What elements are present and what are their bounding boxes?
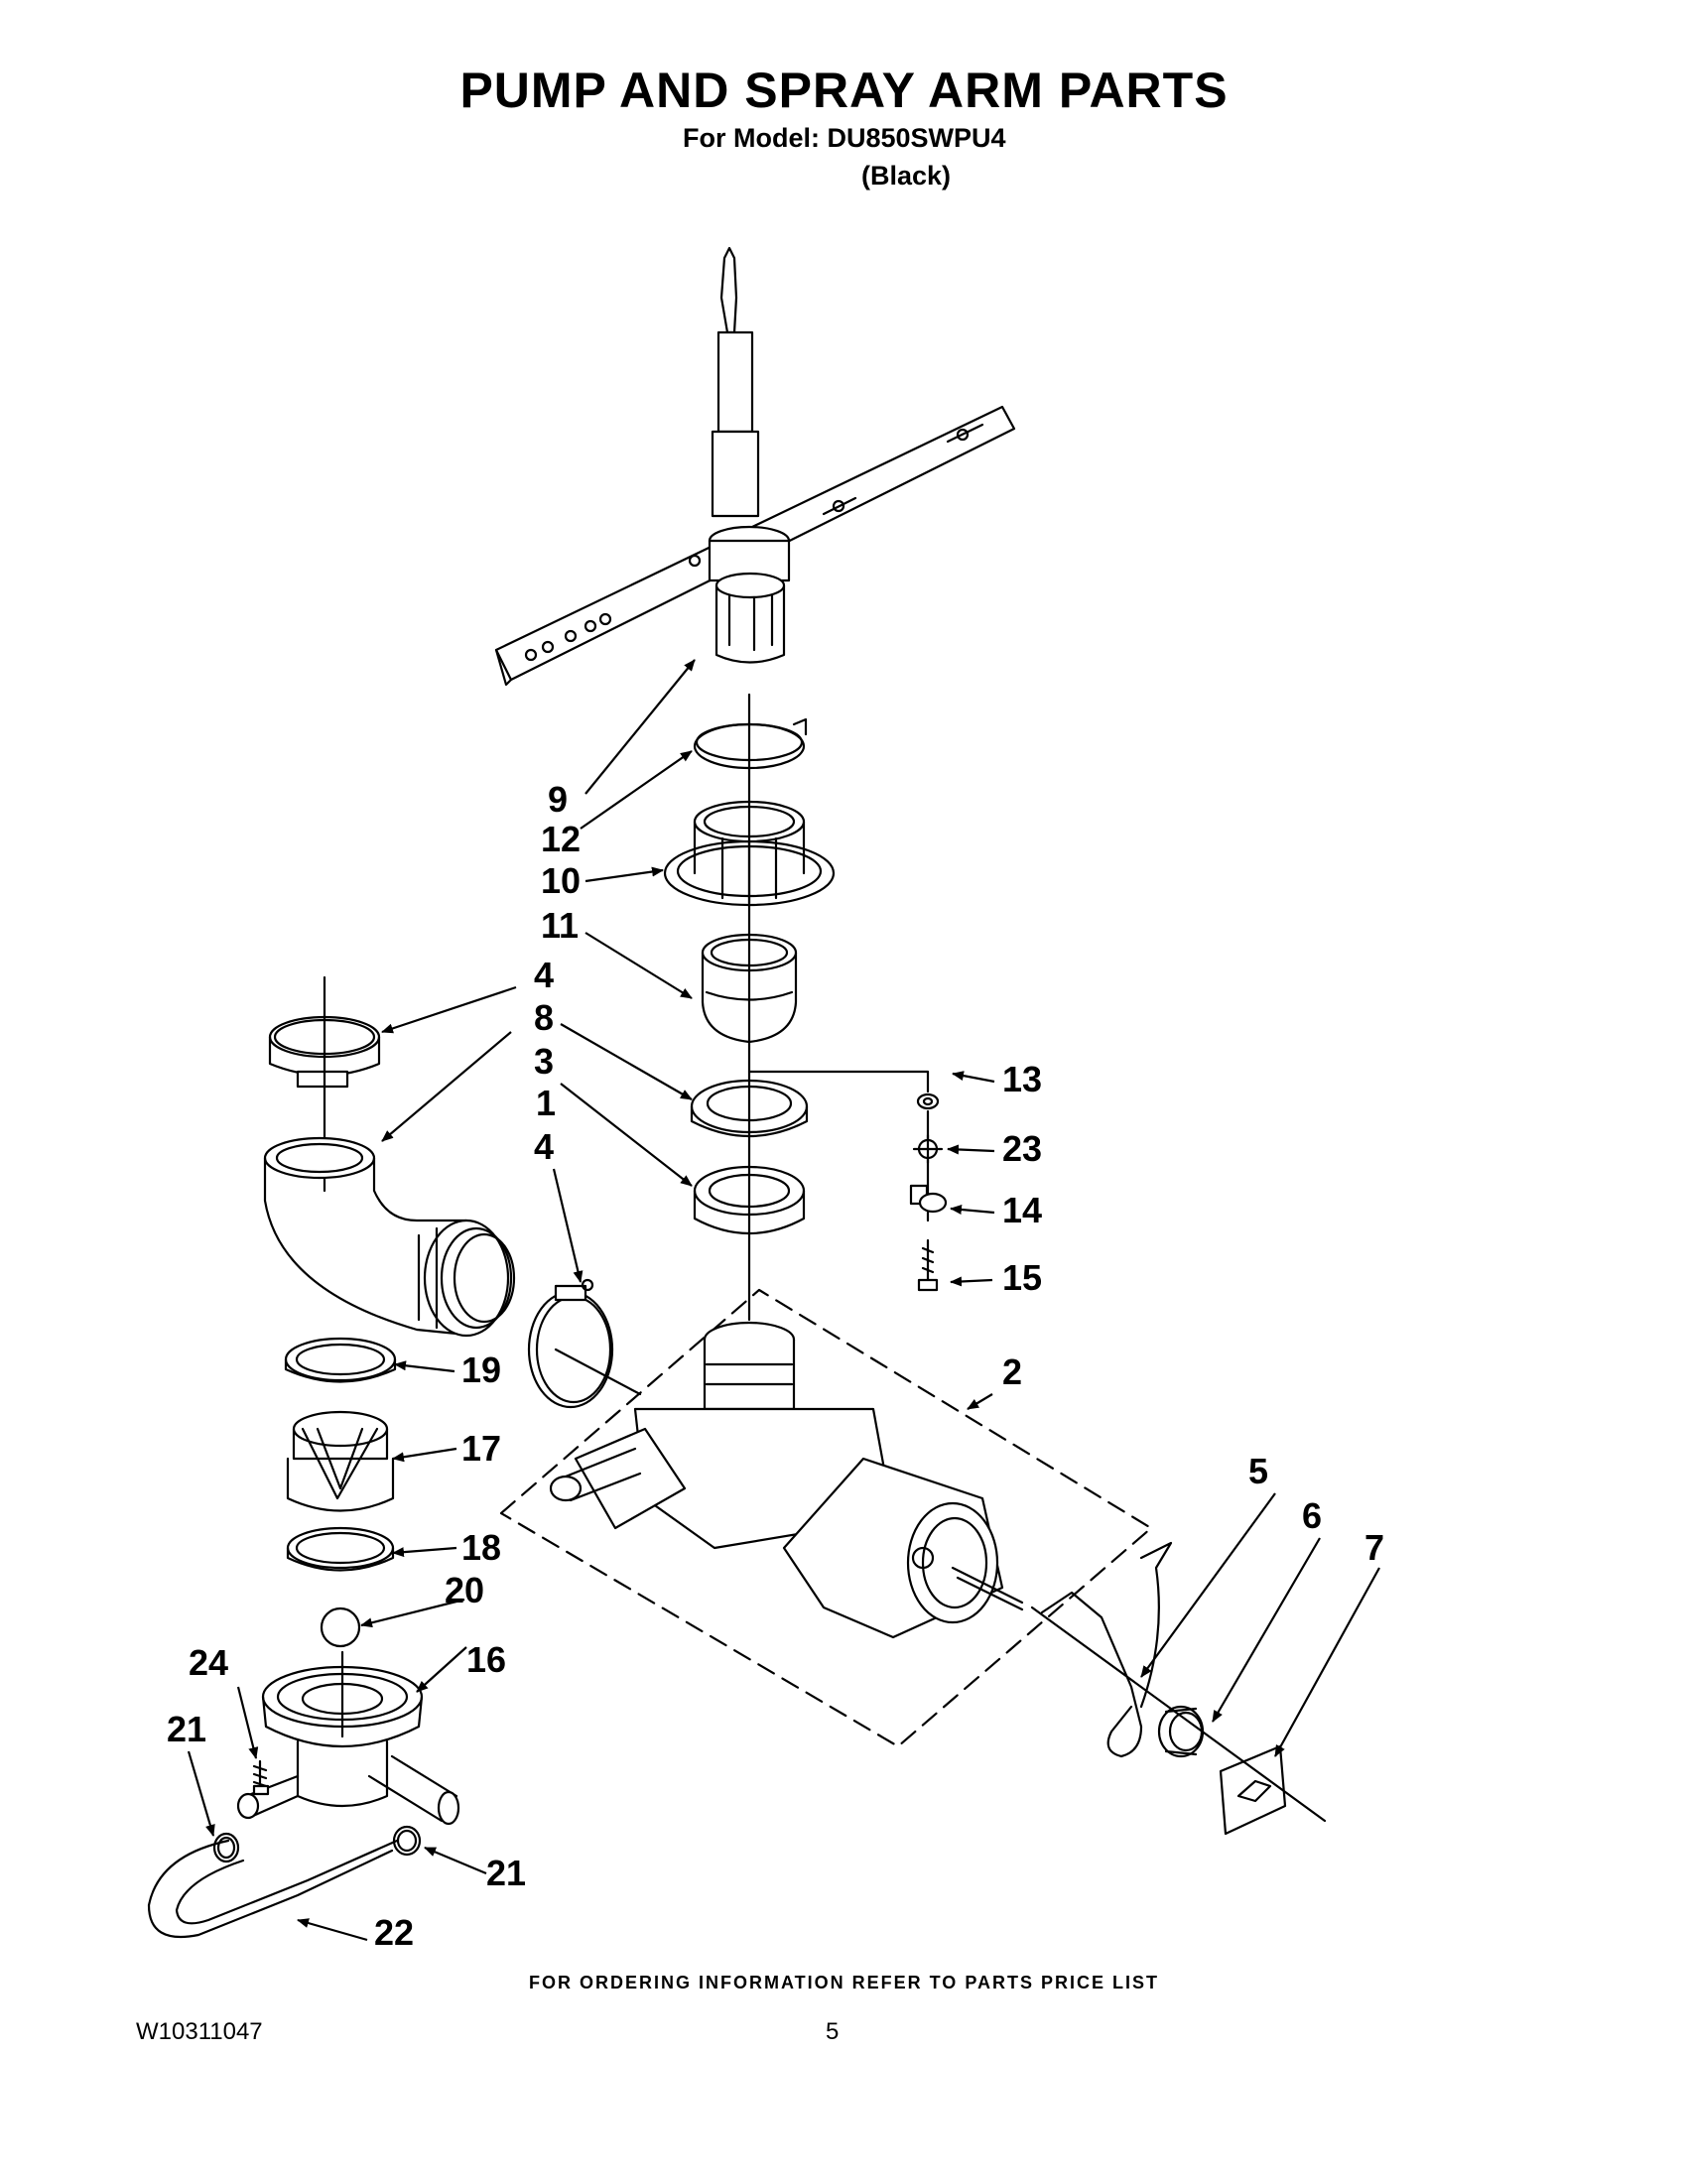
ordering-note: FOR ORDERING INFORMATION REFER TO PARTS … bbox=[528, 1973, 1159, 1992]
callout-8: 8 bbox=[534, 997, 554, 1038]
leader-6 bbox=[1212, 1537, 1321, 1723]
leader-1 bbox=[560, 1083, 693, 1187]
page-number: 5 bbox=[826, 2018, 840, 2045]
leader-4-upper bbox=[381, 985, 517, 1034]
callout-4-upper: 4 bbox=[534, 955, 554, 995]
callout-11: 11 bbox=[541, 905, 579, 946]
callout-7: 7 bbox=[1364, 1527, 1384, 1568]
leader-21-right bbox=[424, 1846, 487, 1875]
leader-5 bbox=[1140, 1492, 1276, 1678]
leader-7 bbox=[1274, 1567, 1380, 1757]
clamp-part-4-lower bbox=[527, 1278, 642, 1409]
callout-12: 12 bbox=[541, 819, 581, 859]
callout-3: 3 bbox=[534, 1041, 554, 1082]
leader-21-left bbox=[187, 1750, 215, 1837]
callout-6: 6 bbox=[1302, 1495, 1322, 1536]
callout-18: 18 bbox=[461, 1527, 501, 1568]
leader-12 bbox=[580, 750, 693, 830]
callout-17: 17 bbox=[461, 1428, 501, 1469]
leader-4-lower bbox=[552, 1168, 584, 1283]
callout-19: 19 bbox=[461, 1349, 501, 1390]
clip-part-5 bbox=[1040, 1541, 1173, 1758]
leader-2 bbox=[967, 1393, 993, 1410]
gasket-part-19 bbox=[284, 1337, 397, 1383]
filter-part-17 bbox=[286, 1410, 395, 1512]
callout-4-lower: 4 bbox=[534, 1126, 554, 1167]
leader-9 bbox=[584, 659, 696, 795]
callout-21-left: 21 bbox=[167, 1709, 206, 1749]
spray-arm-part-9 bbox=[494, 246, 1016, 687]
screw-part-24 bbox=[252, 1759, 270, 1796]
leader-19 bbox=[394, 1360, 455, 1373]
leader-17 bbox=[392, 1447, 457, 1463]
callout-20: 20 bbox=[445, 1570, 484, 1610]
callout-21-right: 21 bbox=[486, 1853, 526, 1893]
callout-16: 16 bbox=[466, 1639, 506, 1680]
callout-13: 13 bbox=[1002, 1059, 1042, 1099]
leader-24 bbox=[236, 1686, 259, 1759]
color-line: (Black) bbox=[861, 161, 952, 191]
gasket-part-18 bbox=[286, 1526, 395, 1572]
leader-8 bbox=[560, 1023, 693, 1100]
leader-11 bbox=[584, 932, 693, 999]
grommet-part-6 bbox=[1157, 1705, 1205, 1758]
drain-hose-part-22 bbox=[147, 1839, 399, 1939]
leader-18 bbox=[392, 1546, 457, 1558]
callout-24: 24 bbox=[189, 1642, 228, 1683]
leader-14 bbox=[950, 1205, 995, 1215]
ball-part-20 bbox=[320, 1606, 361, 1648]
drain-housing-part-16 bbox=[236, 1650, 460, 1826]
callout-1: 1 bbox=[536, 1083, 556, 1123]
callout-2: 2 bbox=[1002, 1351, 1022, 1392]
page-title: PUMP AND SPRAY ARM PARTS bbox=[459, 63, 1229, 118]
document-number: W10311047 bbox=[136, 2018, 263, 2045]
hardware-parts-13-23-14-15 bbox=[747, 1070, 948, 1292]
leader-3 bbox=[381, 1031, 512, 1142]
gasket-plate-part-7 bbox=[1030, 1606, 1327, 1836]
leader-13 bbox=[952, 1071, 995, 1084]
leader-16 bbox=[416, 1646, 467, 1693]
elbow-hose-part-3 bbox=[263, 1136, 516, 1338]
callout-22: 22 bbox=[374, 1912, 414, 1953]
model-line: For Model: DU850SWPU4 bbox=[683, 123, 1006, 153]
callout-5: 5 bbox=[1248, 1451, 1268, 1491]
leader-23 bbox=[947, 1144, 995, 1155]
callout-15: 15 bbox=[1002, 1257, 1042, 1298]
pump-motor-part-2 bbox=[499, 1288, 1153, 1748]
callout-14: 14 bbox=[1002, 1190, 1042, 1230]
callout-9: 9 bbox=[548, 779, 568, 820]
leader-10 bbox=[584, 866, 664, 883]
clamp-part-21-right bbox=[392, 1825, 422, 1857]
callout-10: 10 bbox=[541, 860, 581, 901]
leader-15 bbox=[950, 1276, 993, 1287]
leader-20 bbox=[360, 1598, 465, 1628]
clamp-part-21-left bbox=[212, 1832, 240, 1863]
callout-23: 23 bbox=[1002, 1128, 1042, 1169]
leader-22 bbox=[297, 1918, 368, 1942]
